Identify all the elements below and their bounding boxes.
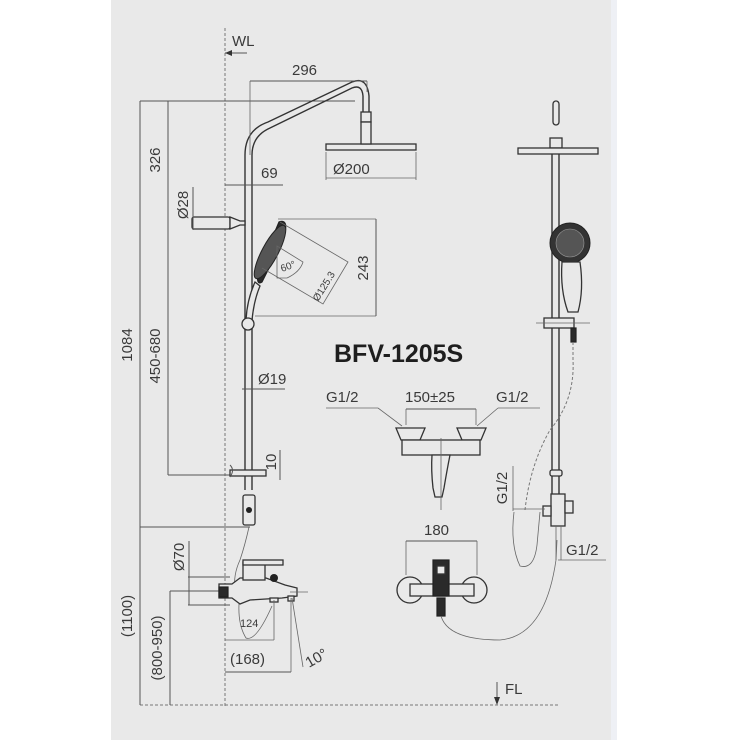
inlet-left-label: G1/2 [326,389,359,406]
arm-dimensions: 296 Ø200 69 [225,62,417,186]
mixer-height-dimension: (800-950) [149,590,222,705]
dim-243: 243 [355,255,372,280]
total-height-dimension: 1084 (1100) [119,100,355,705]
bracket-dimensions: Ø28 Ø19 10 [175,187,286,480]
shower-column-side [191,79,417,591]
inlet-right-label: G1/2 [496,389,529,406]
front-outlet-label: G1/2 [566,542,599,559]
dim-60-degrees: 60° [279,259,297,275]
dim-1100: (1100) [119,595,136,637]
mixer-front-view: 180 [396,522,558,641]
dim-124: 124 [240,618,258,630]
upper-height-dimension: 326 450-680 [147,101,235,476]
dim-10-degrees: 10° [303,645,331,671]
front-inlet-label: G1/2 [494,472,511,505]
bath-mixer-side: Ø70 124 (168) 10° [171,541,331,673]
model-title: BFV-1205S [334,340,463,368]
dim-180: 180 [424,522,449,539]
dim-10: 10 [263,454,280,471]
dim-70: Ø70 [171,543,188,571]
floor-line-label: FL [505,681,523,698]
shower-column-front: G1/2 G1/2 [494,100,606,567]
panel-edge [611,0,617,740]
dim-296: 296 [292,62,317,79]
mixer-top-view: G1/2 G1/2 150±25 [326,389,540,510]
dim-19: Ø19 [258,371,286,388]
dim-168: (168) [230,651,265,668]
dim-overhead-diameter: Ø200 [333,161,370,178]
dim-326: 326 [147,147,164,172]
dim-69: 69 [261,165,278,182]
wall-line-label: WL [232,33,255,50]
dim-150-25: 150±25 [405,389,455,406]
dim-125-3: Ø125.3 [311,270,338,304]
floor-line: FL [140,681,560,706]
dim-1084: 1084 [119,328,136,361]
dim-800-950: (800-950) [149,615,166,680]
dim-28: Ø28 [175,191,192,219]
dim-450-680: 450-680 [147,328,164,383]
